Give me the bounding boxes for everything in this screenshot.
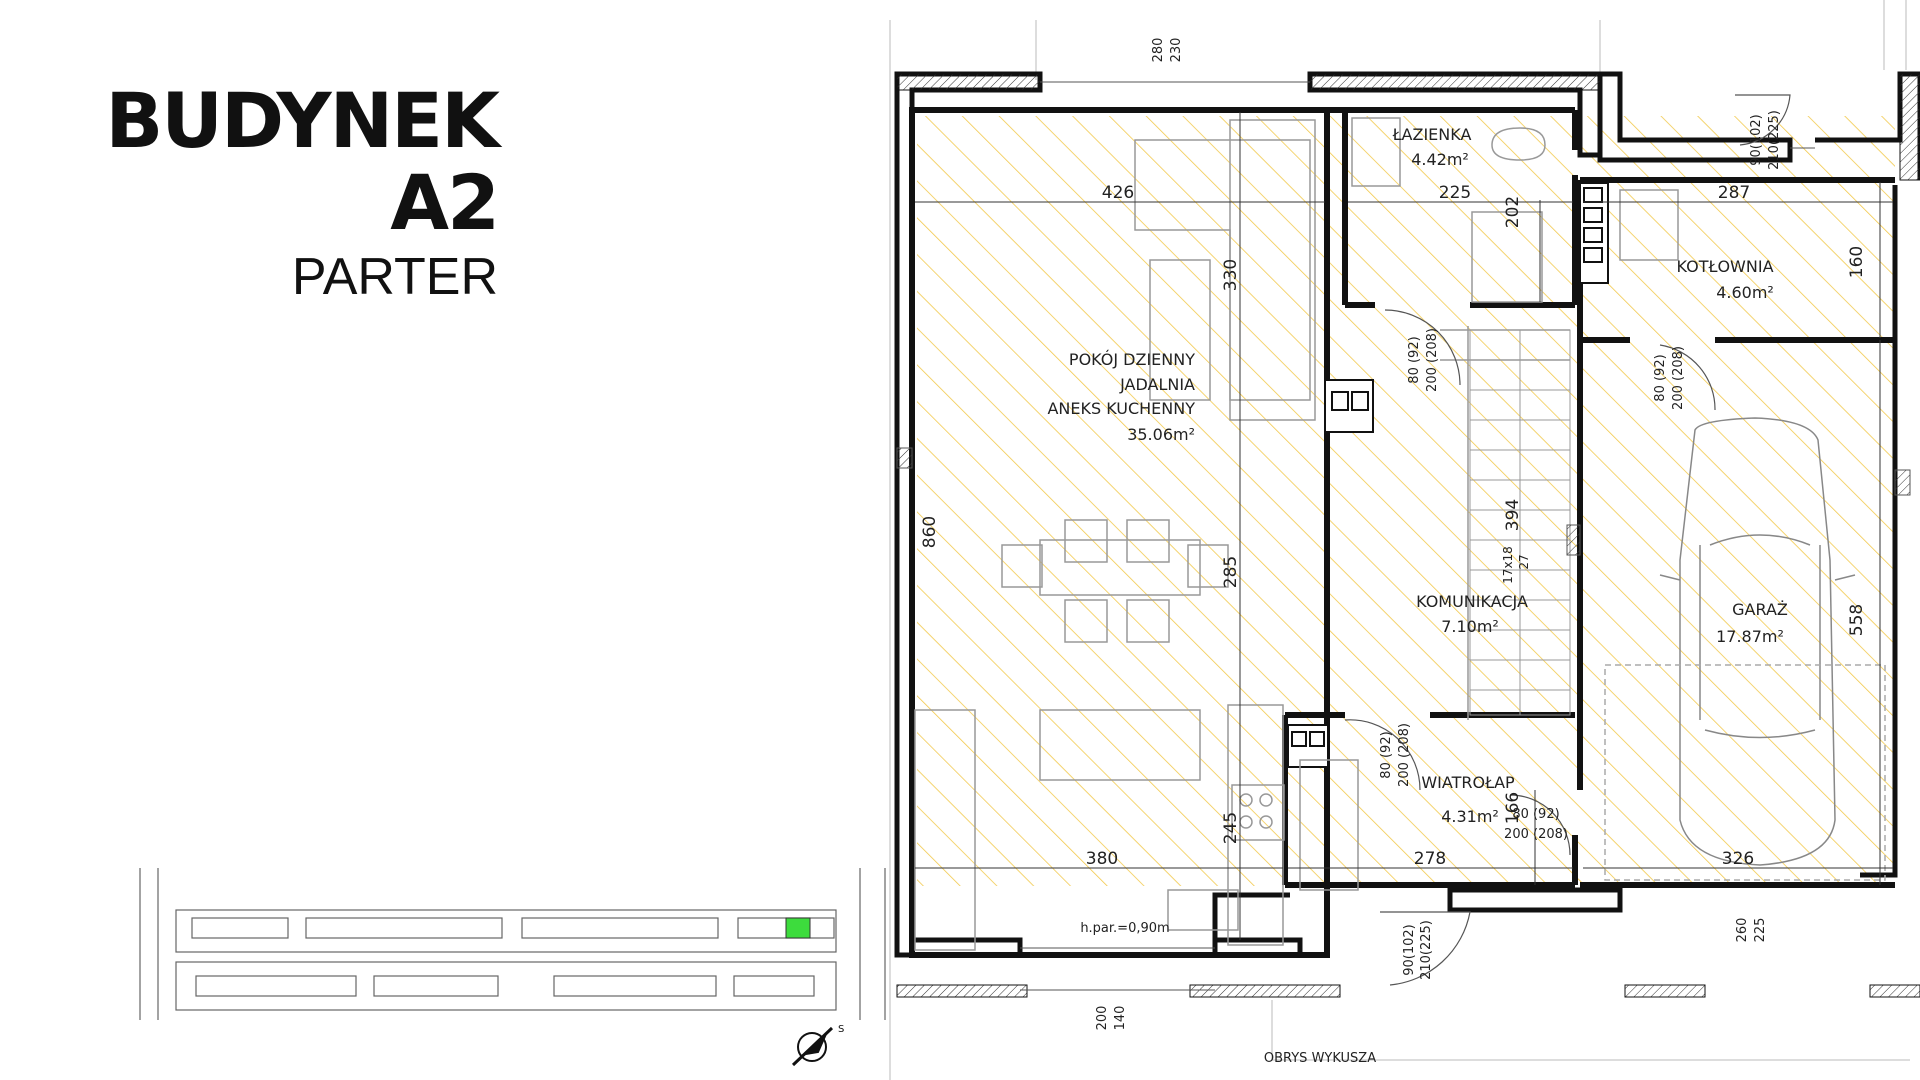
window-label-260: 260 (1735, 918, 1750, 943)
floor-subtitle: PARTER (291, 248, 498, 306)
door-label-d2: 200 (208) (1397, 723, 1412, 787)
room-living-line3: ANEKS KUCHENNY (1047, 399, 1195, 418)
dimension-labels: 426 225 287 330 202 160 860 285 394 558 … (920, 183, 1867, 869)
door-label-e2: 200 (208) (1504, 827, 1568, 842)
room-garage-area: 17.87m² (1716, 627, 1784, 646)
room-vestibule-area: 4.31m² (1441, 807, 1499, 826)
door-label-c2: 200 (208) (1671, 346, 1686, 410)
room-hall-name: KOMUNIKACJA (1416, 592, 1528, 611)
dim-558: 558 (1847, 604, 1867, 636)
room-boiler-area: 4.60m² (1716, 283, 1774, 302)
door-label-a1: 80 (92) (1407, 336, 1422, 383)
dim-285: 285 (1221, 556, 1241, 588)
window-label-225: 225 (1753, 918, 1768, 943)
door-label-d1: 80 (92) (1379, 731, 1394, 778)
stairs-count: 17x18 (1501, 546, 1515, 584)
dim-394: 394 (1503, 499, 1523, 531)
dim-225: 225 (1439, 183, 1471, 203)
bay-outline-note: OBRYS WYKUSZA (1264, 1051, 1376, 1066)
window-label-230: 230 (1169, 38, 1184, 63)
site-key-plan (139, 868, 886, 1020)
room-bathroom-area: 4.42m² (1411, 150, 1469, 169)
window-label-280: 280 (1151, 38, 1166, 63)
window-label-200: 200 (1095, 1006, 1110, 1031)
windows (896, 81, 1911, 991)
compass-letter: S (838, 1024, 844, 1035)
room-hall-area: 7.10m² (1441, 617, 1499, 636)
door-label-f2: 210(225) (1419, 920, 1434, 980)
room-boiler-name: KOTŁOWNIA (1676, 257, 1773, 276)
stairs-label: 17x18 27 (1501, 546, 1531, 584)
dim-426: 426 (1102, 183, 1134, 203)
dim-160: 160 (1847, 246, 1867, 278)
room-vestibule-name: WIATROŁAP (1421, 773, 1515, 792)
door-label-e1: 80 (92) (1512, 807, 1559, 822)
room-garage-name: GARAŻ (1732, 600, 1788, 619)
room-living-line2: JADALNIA (1119, 375, 1195, 394)
doors (1344, 94, 1791, 986)
room-living-area: 35.06m² (1127, 425, 1195, 444)
staircase (1469, 329, 1571, 716)
window-size-labels: 280 230 200 140 260 225 (1095, 38, 1768, 1031)
dim-166: 166 (1503, 792, 1523, 824)
dimension-lines (915, 112, 1893, 940)
window-label-140: 140 (1113, 1006, 1128, 1031)
car-outline (1604, 417, 1886, 881)
room-labels: POKÓJ DZIENNY JADALNIA ANEKS KUCHENNY 35… (1047, 125, 1787, 826)
building-title: BUDYNEK A2 (105, 76, 500, 247)
door-label-b2: 210(225) (1767, 110, 1782, 170)
door-label-f1: 90(102) (1402, 924, 1417, 976)
stairs-width: 27 (1517, 554, 1531, 569)
dim-860: 860 (920, 516, 940, 548)
room-bathroom-name: ŁAZIENKA (1392, 125, 1472, 144)
dim-287: 287 (1718, 183, 1750, 203)
highlighted-unit (785, 917, 811, 939)
parapet-note: h.par.=0,90m (1080, 921, 1169, 936)
floor-hatch (917, 116, 1895, 886)
wall-outer-hatching (896, 73, 1920, 998)
dim-326: 326 (1722, 849, 1754, 869)
room-living-line1: POKÓJ DZIENNY (1069, 350, 1195, 369)
dim-380: 380 (1086, 849, 1118, 869)
reference-lines (889, 0, 1910, 1080)
dim-202: 202 (1503, 196, 1523, 228)
door-size-labels: 80 (92) 200 (208) 90(102) 210(225) 80 (9… (1379, 110, 1782, 980)
dim-278: 278 (1414, 849, 1446, 869)
furniture (914, 117, 1679, 951)
door-label-a2: 200 (208) (1425, 328, 1440, 392)
dim-245: 245 (1221, 812, 1241, 844)
dim-330: 330 (1221, 259, 1241, 291)
door-label-b1: 90(102) (1749, 114, 1764, 166)
door-label-c1: 80 (92) (1653, 354, 1668, 401)
title-block: BUDYNEK A2 PARTER (0, 76, 500, 307)
compass-icon: S (791, 1024, 844, 1067)
